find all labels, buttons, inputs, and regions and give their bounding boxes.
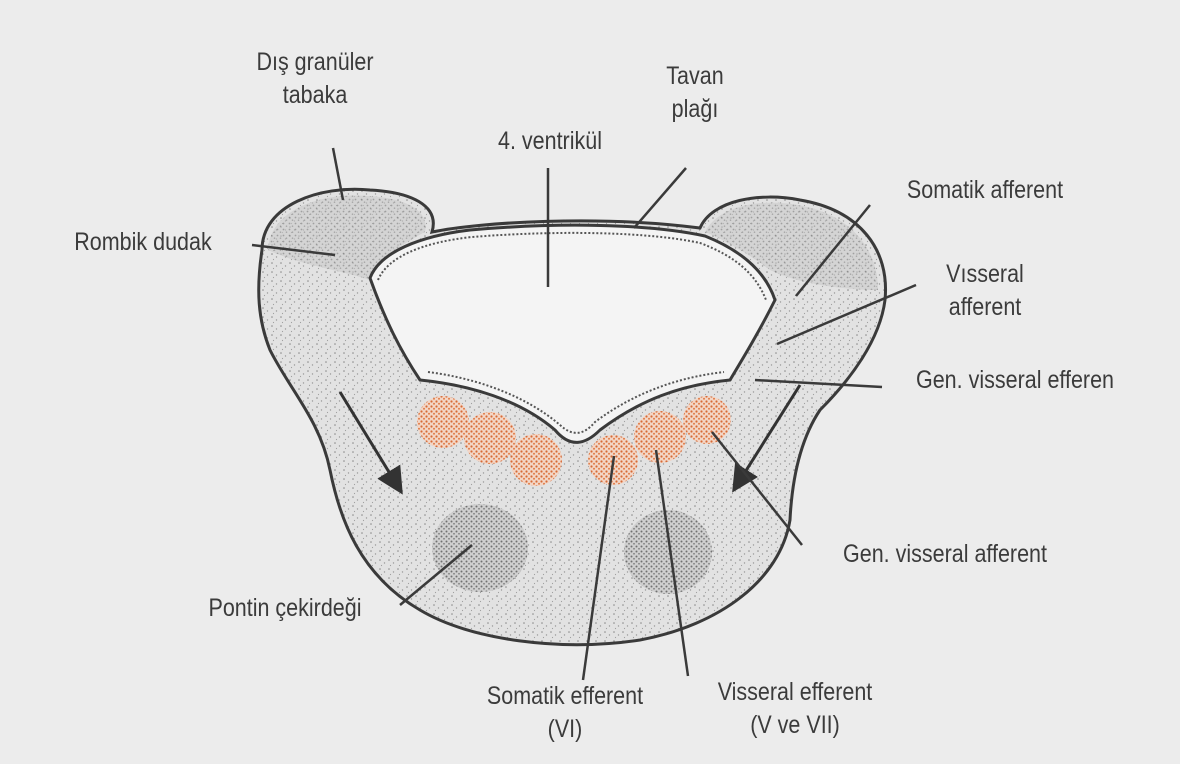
label-line: (V ve VII) bbox=[692, 709, 898, 742]
label-ventrikul: 4. ventrikül bbox=[468, 125, 631, 158]
pontine-nucleus-left bbox=[432, 504, 528, 592]
label-line: tabaka bbox=[233, 79, 396, 112]
label-line: Pontin çekirdeği bbox=[178, 592, 393, 625]
label-line: afferent bbox=[921, 291, 1050, 324]
nucleus-1 bbox=[417, 396, 469, 448]
label-line: Visseral efferent bbox=[692, 676, 898, 709]
nucleus-6 bbox=[683, 396, 731, 444]
label-dis-granuler-tabaka: Dış granüler tabaka bbox=[233, 46, 396, 112]
nucleus-3 bbox=[510, 434, 562, 486]
label-line: Vısseral bbox=[921, 258, 1050, 291]
label-gen-visseral-afferent: Gen. visseral afferent bbox=[816, 538, 1074, 571]
label-line: plağı bbox=[648, 93, 743, 126]
label-gen-visseral-efferen: Gen. visseral efferen bbox=[890, 364, 1139, 397]
label-line: Dış granüler bbox=[233, 46, 396, 79]
label-line: Gen. visseral afferent bbox=[816, 538, 1074, 571]
label-somatik-efferent: Somatik efferent (VI) bbox=[466, 680, 664, 746]
leader-tavan bbox=[634, 168, 686, 228]
label-rombik-dudak: Rombik dudak bbox=[44, 226, 242, 259]
pontine-nucleus-right bbox=[624, 510, 712, 594]
label-somatik-afferent: Somatik afferent bbox=[878, 174, 1093, 207]
label-pontin-cekirdegi: Pontin çekirdeği bbox=[178, 592, 393, 625]
label-visseral-afferent: Vısseral afferent bbox=[921, 258, 1050, 324]
label-line: Gen. visseral efferen bbox=[890, 364, 1139, 397]
label-line: Rombik dudak bbox=[44, 226, 242, 259]
label-line: Somatik afferent bbox=[878, 174, 1093, 207]
nucleus-5 bbox=[634, 411, 686, 463]
label-tavan-plagi: Tavan plağı bbox=[648, 60, 743, 126]
label-line: Somatik efferent bbox=[466, 680, 664, 713]
label-line: Tavan bbox=[648, 60, 743, 93]
label-line: (VI) bbox=[466, 713, 664, 746]
label-visseral-efferent: Visseral efferent (V ve VII) bbox=[692, 676, 898, 742]
label-line: 4. ventrikül bbox=[468, 125, 631, 158]
nucleus-2 bbox=[464, 412, 516, 464]
